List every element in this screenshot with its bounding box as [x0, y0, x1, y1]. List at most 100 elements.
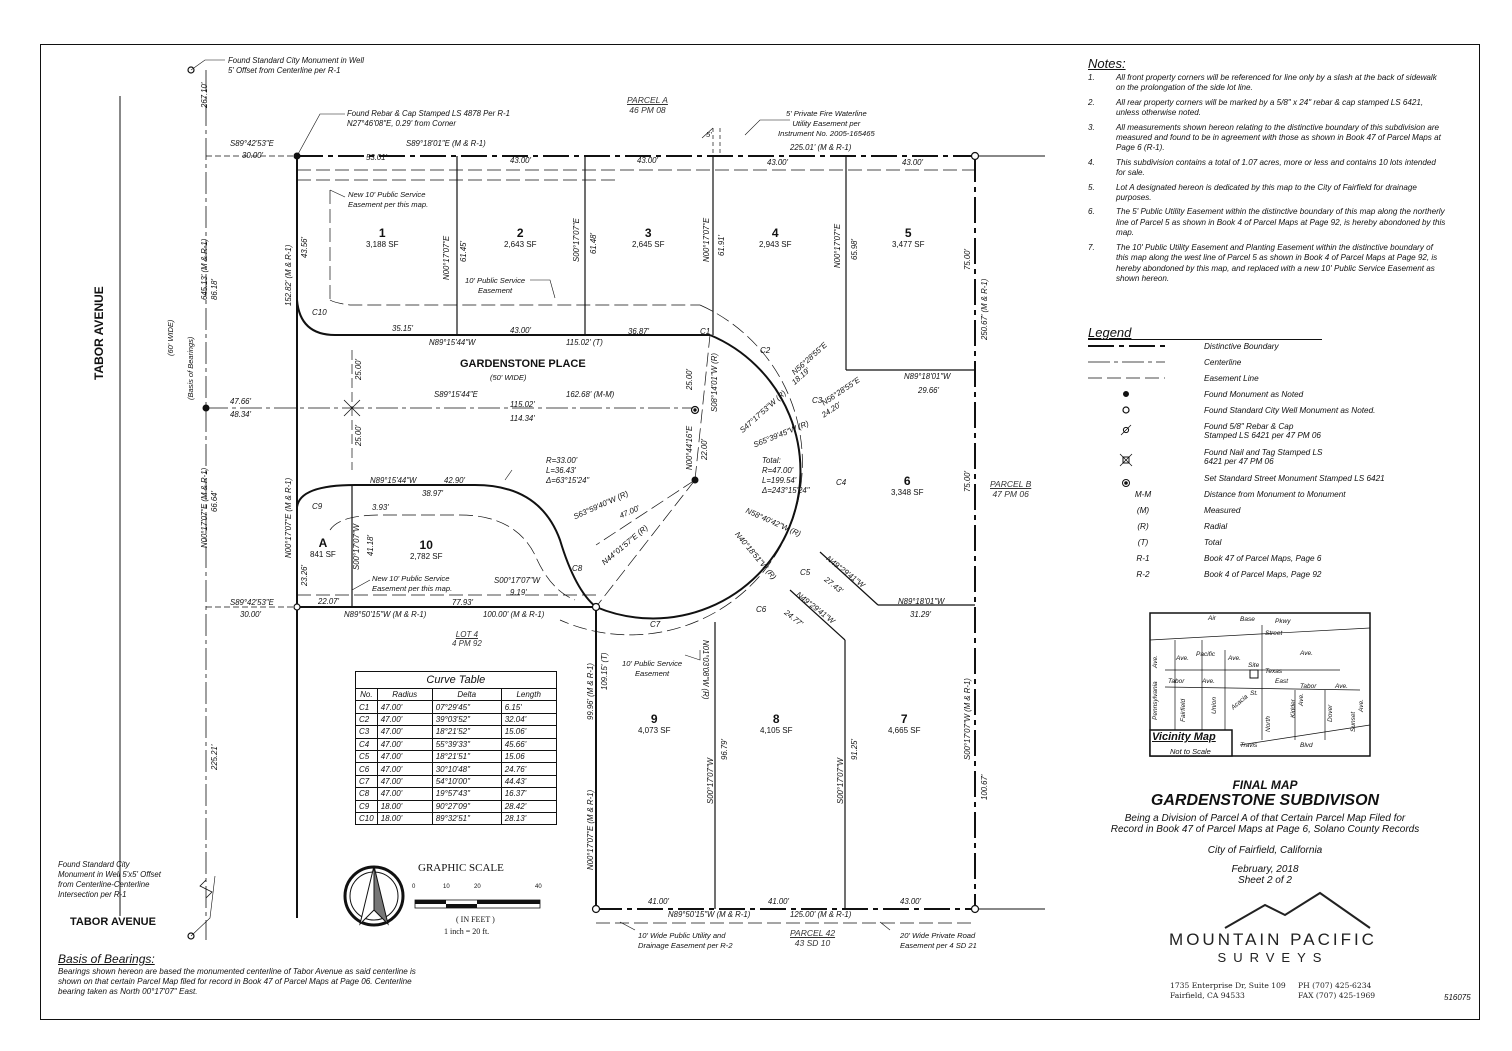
scale-tick-40: 40: [535, 884, 542, 890]
title-block: FINAL MAP GARDENSTONE SUBDIVISON Being a…: [1070, 778, 1460, 886]
curve-table-cell: 18.00': [376, 811, 433, 826]
curve-line: Δ=243°15'24": [762, 486, 810, 495]
lot-number: 6: [903, 474, 911, 488]
vic-label: Ave.: [1176, 655, 1189, 662]
top-monument-note: Found Standard City Monument in Well 5' …: [228, 56, 364, 76]
legend-row: Set Standard Street Monument Stamped LS …: [1088, 470, 1448, 486]
address-line: Fairfield, CA 94533: [1170, 991, 1245, 1000]
company-block: MOUNTAIN PACIFIC SURVEYS: [1168, 930, 1378, 965]
note-line: N27°46'08"E, 0.29' from Corner: [347, 119, 456, 128]
dim-9996: 99.96' (M & R-1): [586, 663, 595, 720]
curve-label-c7: C7: [650, 620, 661, 629]
dim-25b: 25.00': [354, 425, 363, 446]
dim-bot-43: 43.00': [900, 897, 921, 906]
bottom-monument-note: Found Standard City Monument in Well 5'x…: [58, 860, 161, 900]
vic-label: Ave.: [1298, 693, 1305, 706]
total-curve-data: Total: R=47.00' L=199.54' Δ=243°15'24": [762, 456, 810, 496]
private-road-note: 20' Wide Private Road Easement per 4 SD …: [900, 931, 977, 951]
vic-label: Texas: [1265, 668, 1283, 675]
dim-l5-bearing: N89°18'01"W: [904, 372, 951, 381]
vicinity-map: [1149, 612, 1371, 757]
curve-table-cell: 28.13': [500, 811, 557, 826]
curve-table-cell: 07°29'45": [431, 700, 502, 714]
legend-row: Found Nail and Tag Stamped LS 6421 per 4…: [1088, 444, 1448, 470]
dim-top-total: 225.01' (M & R-1): [790, 143, 852, 152]
lot-area: 2,943 SF: [759, 240, 792, 249]
vic-label: Tabor: [1300, 683, 1317, 690]
curve-line: Δ=63°15'24": [546, 476, 590, 485]
curve-table-cell: 47.00': [376, 787, 433, 801]
dim-6664: 66.64': [210, 491, 219, 512]
note-text: Lot A designated hereon is dedicated by …: [1116, 182, 1417, 203]
adjoiner-name: PARCEL A: [627, 95, 668, 105]
dim-l10-w-d: 41.18': [366, 535, 375, 556]
curve-table-cell: 44.43': [500, 774, 557, 789]
note-line: 20' Wide Private Road: [900, 931, 976, 940]
phone-line: PH (707) 425-6234: [1298, 981, 1372, 990]
dim-l7-bearing: N89°18'01"W: [898, 597, 945, 606]
dim-row-n-43: 43.00': [510, 326, 531, 335]
dim-east-7500b: 75.00': [963, 471, 972, 492]
dim-43d: 43.00': [902, 158, 923, 167]
note-line: Utility Easement per: [792, 119, 861, 128]
note-line: from Centerline-Centerline: [58, 880, 150, 889]
adjoiner-parcel-a: PARCEL A 46 PM 08: [627, 95, 668, 115]
radial-s08: S08°14'01"W (R): [710, 353, 719, 412]
city-line: City of Fairfield, California: [1207, 845, 1323, 856]
note-item: 6.The 5' Public Utility Easement within …: [1088, 207, 1446, 238]
dim-43a: 43.00': [510, 156, 531, 165]
curve-table-cell: 45.66': [500, 737, 557, 751]
dim-l9-e-d: 96.79': [720, 739, 729, 760]
note-text: All front property corners will be refer…: [1116, 73, 1437, 93]
dim-43c: 43.00': [767, 158, 788, 167]
curve-table-cell: 39°03'52": [431, 712, 502, 727]
dim-row-n-total: 115.02' (T): [566, 338, 603, 347]
curve-label-c3: C3: [812, 396, 823, 405]
note-text: All measurements shown hereon relating t…: [1116, 122, 1441, 153]
curve-table-header: No. Radius Delta Length: [355, 687, 557, 702]
legend-divider: [1088, 339, 1322, 340]
dim-l9-e: S00°17'07"W: [706, 758, 715, 804]
vic-label: East: [1275, 678, 1289, 685]
curve-table-cell: 89°32'51": [431, 811, 502, 826]
lot-number: A: [318, 536, 328, 550]
curve-table-cell: 47.00': [376, 737, 433, 751]
basis-label: (Basis of Bearings): [186, 336, 195, 400]
five-foot-label: 5': [706, 130, 712, 139]
curve-table-cell: C3: [355, 725, 378, 739]
legend-row: (R)Radial: [1088, 518, 1448, 534]
legend-symbol: M-M: [1134, 489, 1152, 499]
lot-area: 2,782 SF: [410, 552, 443, 561]
dim-64513: 645.13' (M & R-1): [200, 238, 209, 300]
lot-area: 3,188 SF: [366, 240, 399, 249]
dim-393: 3.93': [372, 503, 389, 512]
legend-label: Radial: [1204, 521, 1228, 531]
fire-easement-note: 5' Private Fire Waterline Utility Easeme…: [778, 109, 875, 139]
curve-table-title: Curve Table: [355, 671, 557, 688]
legend-title: Legend: [1088, 325, 1132, 340]
fax-line: FAX (707) 425-1969: [1298, 991, 1376, 1000]
note-number: 4.: [1088, 157, 1095, 167]
dim-mid-bearing: N89°50'15"W (M & R-1): [344, 610, 427, 619]
dim-row-n-3687: 36.87': [628, 327, 649, 336]
tabor-width-label: (60' WIDE): [166, 319, 175, 356]
vic-label: North: [1265, 716, 1272, 732]
curve-line: L=36.43': [546, 466, 576, 475]
vic-label: Ave.: [1202, 678, 1215, 685]
dim-n00-44: N00°44'16"E: [685, 425, 694, 470]
note-line: Intersection per R-1: [58, 890, 127, 899]
dim-row-n-3515: 35.15': [392, 324, 413, 333]
dim-l2-e-d: 61.48': [589, 233, 598, 254]
tabor-avenue-label: TABOR AVENUE: [92, 286, 106, 380]
cul-de-sac-arc: [595, 334, 802, 620]
lot-number: 3: [644, 226, 652, 240]
